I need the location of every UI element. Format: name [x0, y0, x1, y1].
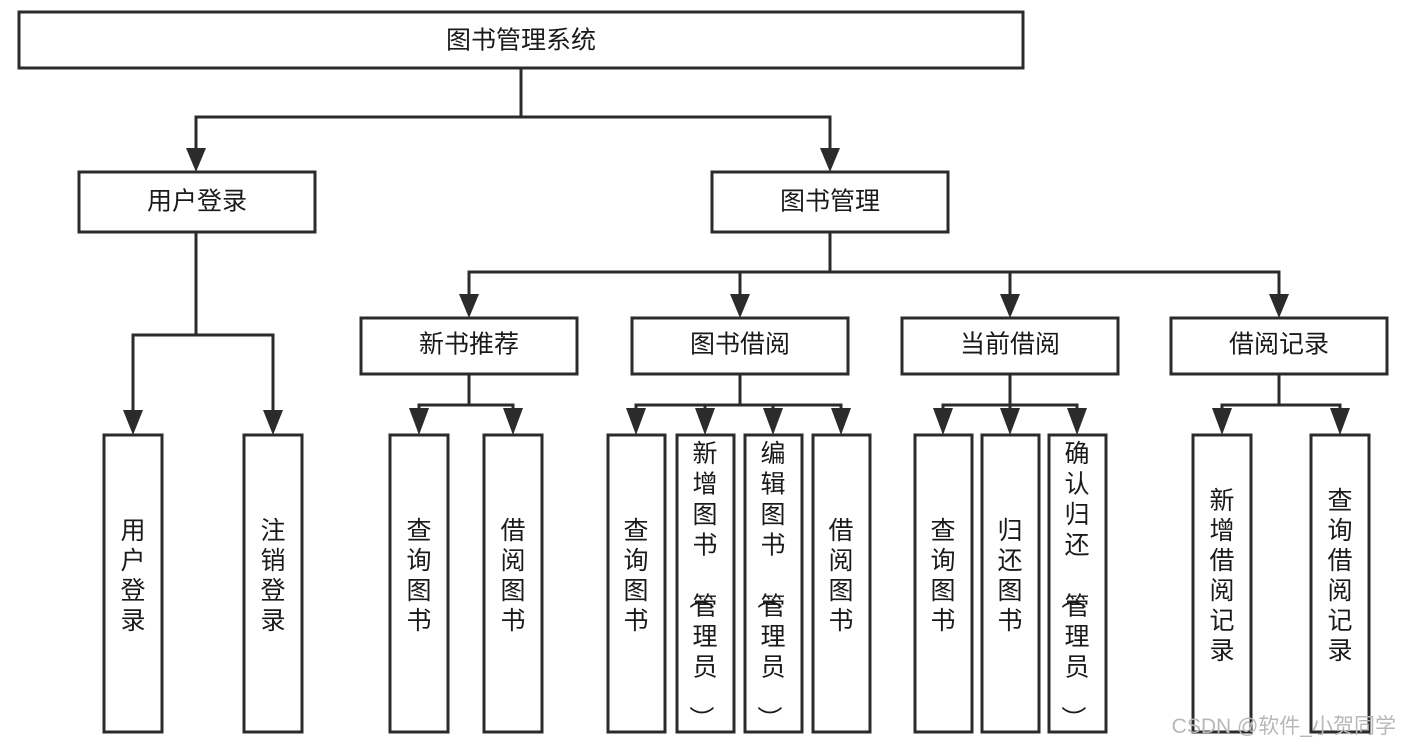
node-leaf-add-book-box[interactable] [675, 433, 736, 734]
node-leaf-query-book-3-box[interactable] [913, 433, 974, 734]
node-leaf-user-logout[interactable]: 注销登录 [242, 433, 304, 734]
node-book-borrow[interactable]: 图书借阅 [630, 316, 850, 376]
arrow-head-leaf-borrow-book-1 [503, 408, 523, 435]
node-book-management-box[interactable] [710, 170, 950, 234]
node-book-management[interactable]: 图书管理 [710, 170, 950, 234]
node-borrow-record-box[interactable] [1169, 316, 1389, 376]
node-root[interactable]: 图书管理系统 [17, 10, 1025, 70]
node-leaf-edit-book-label: 编辑图书（管理员） [754, 440, 785, 731]
node-root-box[interactable] [17, 10, 1025, 70]
node-current-borrow[interactable]: 当前借阅 [900, 316, 1120, 376]
node-leaf-query-record[interactable]: 查询借阅记录 [1309, 433, 1371, 734]
arrow-head-user-login [186, 148, 206, 172]
arrow-head-leaf-user-logout [263, 410, 283, 435]
arrow-head-leaf-add-record [1212, 408, 1232, 435]
arrow-head-leaf-query-book-2 [626, 408, 646, 435]
node-current-borrow-box[interactable] [900, 316, 1120, 376]
node-leaf-query-book-2[interactable]: 查询图书 [606, 433, 667, 734]
node-new-book-recommend-label: 新书推荐 [419, 331, 519, 359]
arrow-head-leaf-confirm-return [1067, 408, 1087, 435]
node-current-borrow-label: 当前借阅 [960, 331, 1060, 359]
node-user-login-label: 用户登录 [147, 188, 247, 216]
node-leaf-user-login-box[interactable] [102, 433, 164, 734]
node-leaf-confirm-return-box[interactable] [1047, 433, 1108, 734]
node-leaf-add-book[interactable]: 新增图书（管理员） [675, 433, 736, 734]
node-leaf-query-book-3-label: 查询图书 [930, 517, 955, 635]
arrow-head-book-management [820, 148, 840, 172]
node-leaf-query-record-box[interactable] [1309, 433, 1371, 734]
node-leaf-borrow-book-1[interactable]: 借阅图书 [482, 433, 544, 734]
node-book-borrow-box[interactable] [630, 316, 850, 376]
node-leaf-confirm-return-label: 确认归还（管理员） [1058, 440, 1089, 731]
node-root-label: 图书管理系统 [446, 27, 596, 55]
node-borrow-record-label: 借阅记录 [1229, 331, 1329, 359]
node-user-login[interactable]: 用户登录 [77, 170, 317, 234]
node-leaf-borrow-book-2-box[interactable] [811, 433, 872, 734]
node-leaf-borrow-book-2-label: 借阅图书 [828, 517, 853, 635]
node-leaf-borrow-book-1-label: 借阅图书 [500, 517, 525, 635]
csdn-watermark: CSDN @软件_小贺同学 [1172, 715, 1396, 738]
node-new-book-recommend[interactable]: 新书推荐 [359, 316, 579, 376]
node-leaf-query-book-2-label: 查询图书 [623, 517, 648, 635]
arrow-head-leaf-add-book [695, 408, 715, 435]
node-leaf-borrow-book-2[interactable]: 借阅图书 [811, 433, 872, 734]
node-leaf-user-login-label: 用户登录 [120, 517, 145, 635]
node-leaf-confirm-return[interactable]: 确认归还（管理员） [1047, 433, 1108, 734]
node-book-borrow-label: 图书借阅 [690, 331, 790, 359]
node-leaf-return-book-box[interactable] [980, 433, 1041, 734]
arrow-head-leaf-query-book-1 [409, 408, 429, 435]
node-leaf-edit-book[interactable]: 编辑图书（管理员） [743, 433, 804, 734]
node-leaf-query-book-2-box[interactable] [606, 433, 667, 734]
arrow-head-leaf-edit-book [763, 408, 783, 435]
arrow-head-leaf-borrow-book-2 [831, 408, 851, 435]
arrow-head-new-book-recommend [459, 294, 479, 318]
node-new-book-recommend-box[interactable] [359, 316, 579, 376]
arrow-head-borrow-record [1269, 294, 1289, 318]
arrow-head-leaf-query-book-3 [933, 408, 953, 435]
node-leaf-query-book-1-box[interactable] [388, 433, 450, 734]
arrow-head-leaf-user-login [123, 410, 143, 435]
connector-layer [123, 66, 1350, 435]
node-leaf-edit-book-box[interactable] [743, 433, 804, 734]
node-leaf-user-logout-label: 注销登录 [260, 517, 285, 635]
node-leaf-add-record-box[interactable] [1191, 433, 1253, 734]
node-leaf-query-book-1[interactable]: 查询图书 [388, 433, 450, 734]
arrow-head-leaf-return-book [1000, 408, 1020, 435]
node-leaf-query-record-label: 查询借阅记录 [1327, 487, 1352, 665]
node-leaf-add-book-label: 新增图书（管理员） [686, 440, 717, 731]
node-leaf-return-book-label: 归还图书 [997, 517, 1022, 635]
node-leaf-borrow-book-1-box[interactable] [482, 433, 544, 734]
arrow-head-leaf-query-record [1330, 408, 1350, 435]
node-leaf-query-book-1-label: 查询图书 [406, 517, 431, 635]
node-leaf-query-book-3[interactable]: 查询图书 [913, 433, 974, 734]
arrow-head-book-borrow [730, 294, 750, 318]
node-leaf-add-record[interactable]: 新增借阅记录 [1191, 433, 1253, 734]
node-leaf-add-record-label: 新增借阅记录 [1209, 487, 1234, 665]
node-leaf-user-login[interactable]: 用户登录 [102, 433, 164, 734]
node-user-login-box[interactable] [77, 170, 317, 234]
node-book-management-label: 图书管理 [780, 188, 880, 216]
node-leaf-return-book[interactable]: 归还图书 [980, 433, 1041, 734]
arrow-head-current-borrow [1000, 294, 1020, 318]
node-borrow-record[interactable]: 借阅记录 [1169, 316, 1389, 376]
node-leaf-user-logout-box[interactable] [242, 433, 304, 734]
